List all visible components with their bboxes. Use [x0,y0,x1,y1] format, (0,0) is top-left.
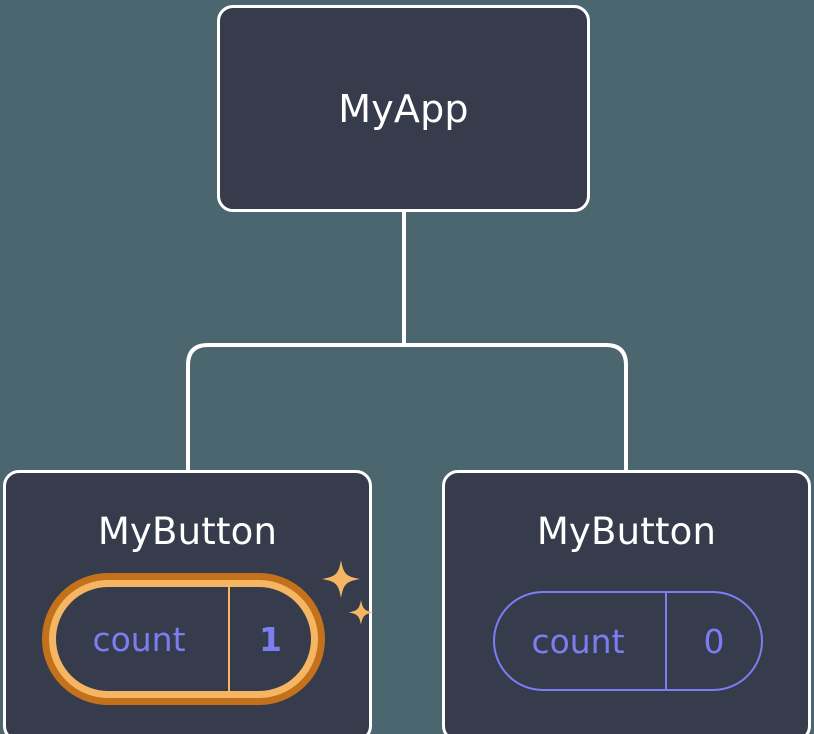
state-value-label: 0 [703,621,725,661]
state-key-label: count [92,619,186,659]
state-badge-divider [665,593,667,689]
state-key-label: count [531,621,625,661]
state-badge-divider [228,587,230,691]
node-myapp[interactable]: MyApp [217,5,590,212]
node-myapp-title: MyApp [338,86,469,131]
connector-bus [186,343,628,472]
state-badge-plain[interactable]: count 0 [493,591,763,691]
state-badge-highlighted[interactable]: count 1 [42,573,325,705]
state-badge-inner: count 0 [495,593,761,689]
node-mybutton-right-title: MyButton [536,510,717,553]
state-badge-inner: count 1 [56,587,311,691]
node-mybutton-left-title: MyButton [97,510,278,553]
state-value-label: 1 [259,619,282,659]
